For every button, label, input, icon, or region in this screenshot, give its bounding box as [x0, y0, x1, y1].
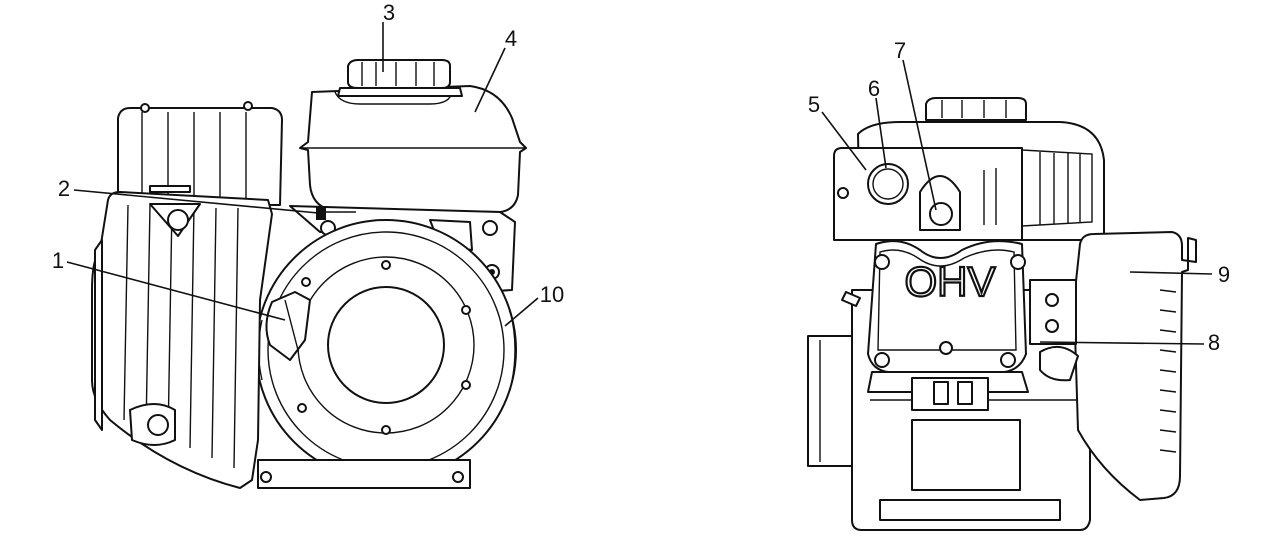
air-cleaner-housing	[117, 101, 283, 206]
callout-3: 3	[383, 0, 395, 25]
engine-front-view: OHV	[807, 97, 1197, 531]
cylinder-shroud	[91, 191, 273, 489]
callout-6: 6	[868, 76, 880, 101]
callout-7: 7	[894, 38, 906, 63]
leader-9	[1129, 271, 1213, 275]
muffler	[1073, 231, 1197, 501]
valve-cover: OHV	[867, 240, 1029, 411]
ohv-emblem: OHV	[904, 258, 995, 305]
recoil-starter	[255, 219, 517, 481]
carburetor-linkage	[841, 279, 1079, 382]
leader-2	[73, 189, 319, 214]
engine-side-view	[91, 59, 527, 489]
callout-1: 1	[52, 248, 64, 273]
leader-10	[504, 297, 539, 327]
callout-8: 8	[1208, 330, 1220, 355]
leader-6	[875, 97, 887, 169]
leader-5	[821, 111, 867, 171]
callout-2: 2	[58, 176, 70, 201]
callout-4: 4	[505, 26, 517, 51]
leader-1	[66, 261, 286, 321]
fuel-cap	[337, 59, 463, 97]
fuel-cap-rear	[925, 97, 1027, 121]
callout-10: 10	[540, 282, 564, 307]
callout-5: 5	[808, 92, 820, 117]
leader-4	[474, 47, 506, 113]
callout-labels: 1 2 3 4 5 6 7 8 9 10	[52, 0, 1230, 355]
leader-7	[902, 59, 937, 211]
fuel-tank	[299, 85, 527, 213]
engine-base	[257, 459, 471, 489]
oil-fill-cap	[867, 163, 909, 205]
callout-9: 9	[1218, 262, 1230, 287]
leader-lines	[66, 22, 1213, 345]
leader-8	[1039, 341, 1205, 345]
